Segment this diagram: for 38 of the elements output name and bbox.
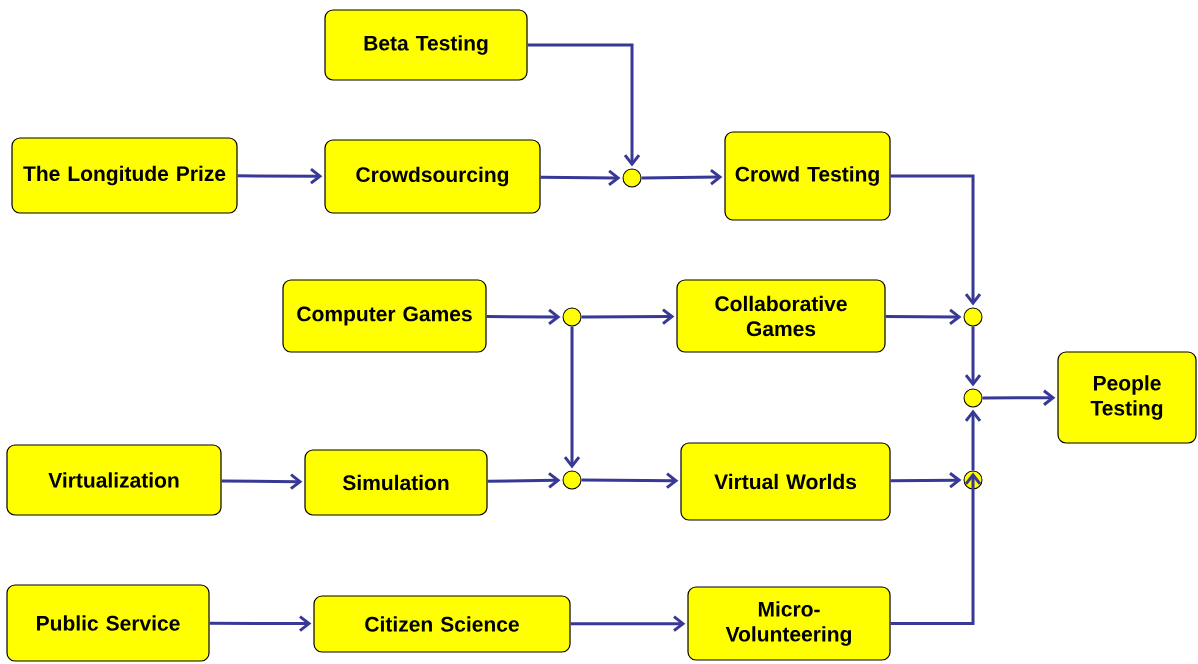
arrow [982,389,1056,406]
process-box: Crowdsourcing [324,139,541,214]
arrow [890,472,982,625]
process-box: Computer Games [282,279,487,353]
junction-circle [622,168,642,188]
process-box: Simulation [304,449,488,516]
process-box: Micro-Volunteering [687,586,891,661]
process-box: Crowd Testing [724,131,891,221]
arrow [209,615,312,632]
process-box: Public Service [6,584,210,662]
junction-circle [963,470,983,490]
arrow [563,326,581,469]
arrow [486,308,561,326]
arrow [964,326,982,387]
arrow [221,473,303,490]
process-box: Virtualization [6,444,222,516]
arrow [885,308,962,326]
arrow [964,409,982,471]
arrow [581,472,679,489]
arrow [570,615,686,632]
arrow [890,174,982,306]
arrow [487,472,561,489]
process-box: Citizen Science [313,595,571,653]
arrow [890,472,962,489]
process-box: Virtual Worlds [680,442,891,521]
process-box: Collaborative Games [676,279,886,353]
process-box: The Longitude Prize [11,137,238,214]
arrow [527,43,641,167]
junction-circle [963,307,983,327]
arrow [641,168,723,186]
arrow [237,167,323,185]
junction-circle [562,307,582,327]
arrow [540,169,621,187]
junction-circle [562,470,582,490]
arrow [581,308,675,325]
process-box: Beta Testing [324,9,528,81]
process-box: People Testing [1057,351,1197,444]
junction-circle [963,388,983,408]
